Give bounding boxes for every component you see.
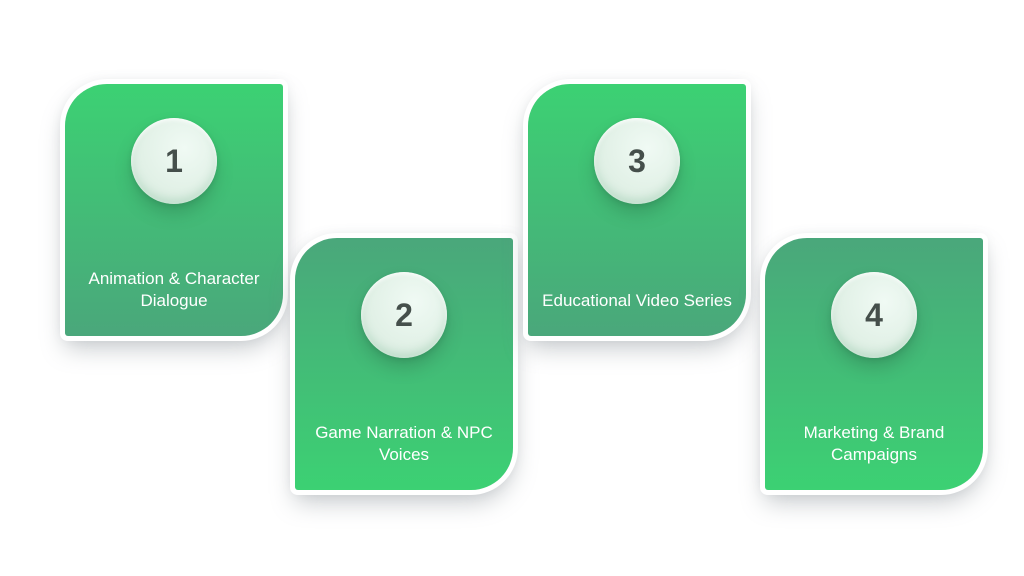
step-1-number-badge: 1 (131, 118, 217, 204)
step-4-number: 4 (865, 297, 883, 333)
step-card-4: 4 Marketing & Brand Campaigns (765, 238, 983, 490)
step-2-label: Game Narration & NPC Voices (315, 423, 493, 464)
step-4-label: Marketing & Brand Campaigns (803, 423, 945, 464)
step-2-number-badge: 2 (361, 272, 447, 358)
step-card-1: 1 Animation & Character Dialogue (65, 84, 283, 336)
step-1-label: Animation & Character Dialogue (88, 269, 260, 310)
step-1-number: 1 (165, 143, 183, 179)
step-2-number: 2 (395, 297, 413, 333)
step-card-2: 2 Game Narration & NPC Voices (295, 238, 513, 490)
step-3-number: 3 (628, 143, 646, 179)
step-4-number-badge: 4 (831, 272, 917, 358)
step-3-number-badge: 3 (594, 118, 680, 204)
step-3-label: Educational Video Series (542, 291, 732, 310)
step-card-3: 3 Educational Video Series (528, 84, 746, 336)
